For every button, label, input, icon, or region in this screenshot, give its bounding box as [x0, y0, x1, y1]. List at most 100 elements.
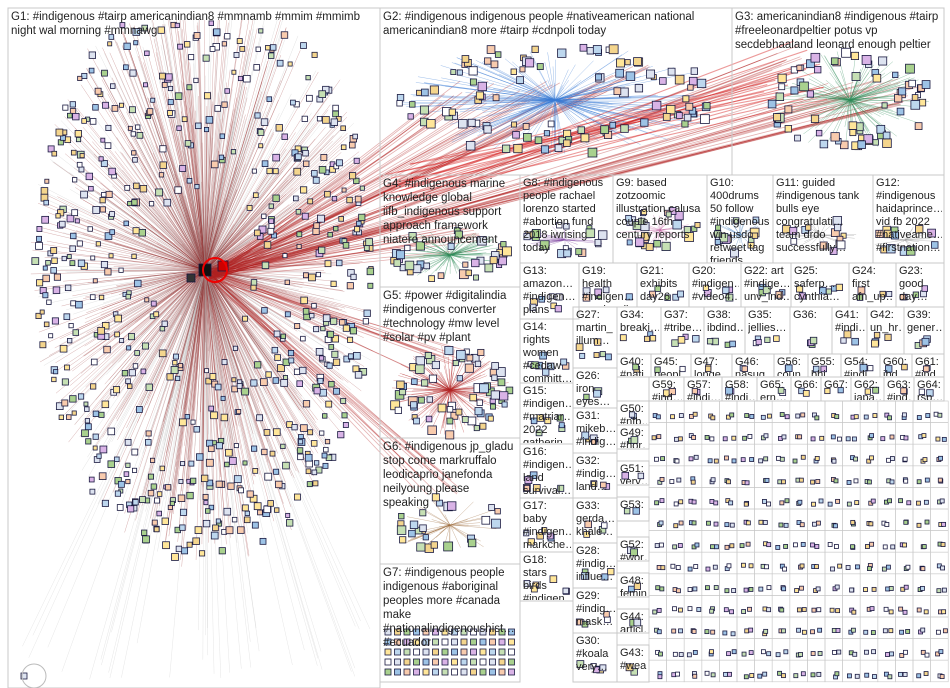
node — [289, 358, 294, 363]
node — [793, 459, 797, 463]
node — [679, 629, 683, 633]
node — [129, 370, 135, 376]
node — [688, 607, 692, 611]
node — [749, 587, 753, 591]
node — [915, 226, 922, 233]
node — [216, 443, 222, 449]
node — [530, 304, 536, 310]
node — [117, 505, 123, 511]
node — [484, 126, 491, 133]
node — [122, 370, 128, 376]
node — [234, 444, 238, 448]
node — [655, 367, 660, 372]
node — [923, 458, 927, 462]
node — [317, 215, 324, 222]
node — [452, 659, 458, 665]
node — [674, 502, 678, 506]
node — [100, 446, 107, 453]
node — [70, 261, 75, 266]
node — [182, 548, 188, 554]
node — [265, 473, 272, 480]
mini-group-box — [860, 487, 878, 509]
node — [785, 415, 789, 419]
node — [644, 336, 649, 341]
node — [180, 462, 184, 466]
mini-group-box — [860, 401, 878, 423]
node — [424, 263, 430, 269]
node — [888, 675, 892, 679]
node — [871, 340, 878, 347]
node — [104, 346, 111, 353]
node — [776, 456, 780, 460]
node — [812, 608, 816, 612]
node — [338, 432, 344, 438]
node — [811, 630, 815, 634]
node — [532, 362, 539, 369]
edge — [428, 525, 450, 544]
node — [800, 564, 804, 568]
edge — [425, 525, 450, 533]
node — [854, 415, 858, 419]
node — [673, 652, 677, 656]
node — [268, 228, 274, 234]
node — [655, 544, 659, 548]
mini-group-box — [878, 617, 896, 639]
node — [109, 254, 113, 258]
node — [303, 309, 309, 315]
node — [679, 653, 683, 657]
node — [790, 227, 797, 234]
node — [228, 483, 234, 489]
node — [216, 519, 220, 523]
node — [97, 454, 101, 458]
node — [110, 230, 115, 235]
node — [730, 413, 734, 417]
node — [429, 276, 435, 282]
mini-group-box — [684, 552, 702, 574]
node — [329, 381, 335, 387]
node — [395, 639, 401, 645]
node — [679, 521, 683, 525]
mini-group-box — [913, 574, 931, 596]
node — [499, 649, 505, 655]
node — [405, 245, 410, 250]
edge — [449, 73, 555, 100]
node — [222, 42, 226, 46]
node — [891, 232, 898, 239]
node — [70, 396, 76, 402]
node — [728, 672, 732, 676]
node — [744, 675, 748, 679]
node — [658, 652, 662, 656]
node — [883, 545, 887, 549]
node — [273, 195, 279, 201]
node — [493, 95, 499, 101]
node — [693, 336, 700, 343]
node — [525, 477, 532, 484]
node — [750, 458, 754, 462]
node — [814, 565, 818, 569]
node — [904, 585, 908, 589]
node — [64, 365, 69, 370]
node — [557, 222, 562, 227]
node — [727, 564, 731, 568]
node — [308, 199, 313, 204]
node — [887, 458, 891, 462]
mini-group-box — [807, 639, 825, 661]
node — [580, 44, 587, 51]
node — [586, 229, 595, 238]
node — [683, 96, 689, 102]
node — [404, 659, 410, 665]
node — [354, 227, 359, 232]
node — [417, 90, 422, 95]
node — [879, 57, 887, 65]
node — [52, 258, 58, 264]
edge — [450, 525, 469, 539]
node — [71, 301, 76, 306]
node — [524, 485, 529, 490]
node — [43, 293, 48, 298]
node — [206, 117, 213, 124]
node — [890, 457, 894, 461]
node — [273, 378, 279, 384]
node — [855, 501, 859, 505]
node — [810, 337, 816, 343]
node — [917, 674, 921, 678]
